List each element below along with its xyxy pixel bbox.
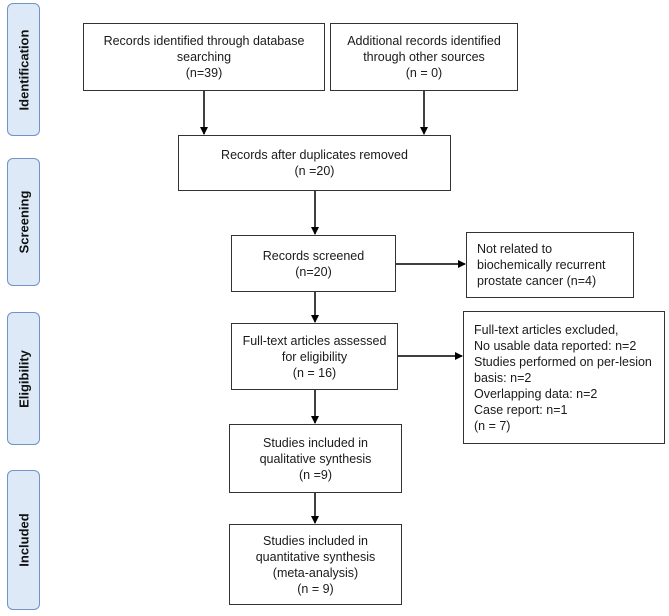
box-line: Studies included in — [263, 533, 368, 548]
box-line: (n = 0) — [405, 66, 443, 80]
box-line: through other sources — [363, 50, 485, 64]
box-line: quantitative synthesis — [255, 549, 376, 564]
box-line: (n = 7) — [474, 418, 511, 433]
box-line: prostate cancer (n=4) — [477, 274, 597, 288]
box-line: No usable data reported: n=2 — [474, 338, 637, 353]
phase-screening: Screening — [7, 158, 40, 286]
box-qualitative-synthesis: Studies included in qualitative synthesi… — [229, 424, 402, 493]
box-fulltext-excluded: Full-text articles excluded, No usable d… — [463, 311, 665, 444]
box-quantitative-synthesis: Studies included in quantitative synthes… — [229, 524, 402, 605]
box-other-sources: Additional records identified through ot… — [330, 23, 518, 91]
phase-eligibility: Eligibility — [7, 312, 40, 445]
box-line: searching — [176, 50, 232, 64]
box-line: (n = 16) — [292, 365, 337, 380]
box-line: biochemically recurrent — [477, 258, 606, 272]
box-line: Full-text articles excluded, — [474, 322, 619, 337]
box-records-screened: Records screened (n=20) — [231, 235, 396, 292]
box-line: Records screened — [262, 248, 365, 263]
box-fulltext-assessed: Full-text articles assessed for eligibil… — [231, 323, 398, 390]
box-line: for eligibility — [281, 349, 348, 364]
box-line: (n=39) — [185, 66, 223, 80]
box-line: Studies included in — [263, 435, 368, 450]
box-duplicates-removed: Records after duplicates removed (n =20) — [178, 135, 451, 191]
box-line: (n=20) — [295, 264, 332, 279]
box-line: Full-text articles assessed — [242, 333, 387, 348]
box-line: (n =20) — [294, 164, 335, 178]
box-line: Studies performed on per-lesion — [474, 354, 652, 369]
box-line: Overlapping data: n=2 — [474, 386, 598, 401]
box-line: qualitative synthesis — [259, 451, 372, 466]
box-line: (n = 9) — [297, 581, 334, 596]
box-line: Not related to — [477, 242, 553, 256]
box-line: basis: n=2 — [474, 370, 532, 385]
box-line: (n =9) — [298, 467, 332, 482]
box-database-records: Records identified through database sear… — [83, 23, 325, 91]
box-line: Records identified through database — [103, 34, 305, 48]
phase-included: Included — [7, 470, 40, 610]
box-line: (meta-analysis) — [272, 565, 359, 580]
box-line: Additional records identified — [347, 34, 501, 48]
box-screen-excluded: Not related to biochemically recurrent p… — [466, 232, 634, 298]
box-line: Records after duplicates removed — [221, 148, 408, 162]
box-line: Case report: n=1 — [474, 402, 568, 417]
phase-identification: Identification — [7, 3, 40, 136]
